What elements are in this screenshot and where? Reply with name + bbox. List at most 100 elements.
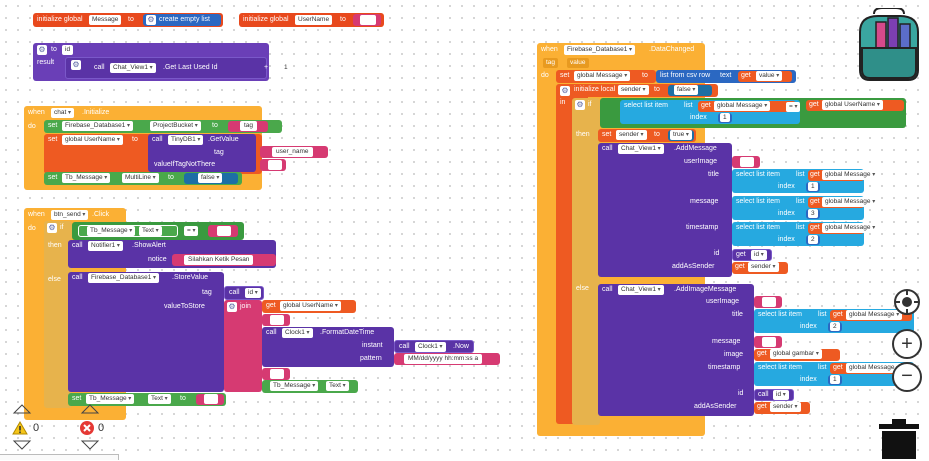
text-field[interactable]: [740, 157, 754, 167]
text-field[interactable]: [204, 394, 218, 404]
number-field[interactable]: 1: [720, 113, 730, 122]
block-call-tinydb-getvalue[interactable]: call TinyDB1 .GetValue tag valueIfTagNot…: [148, 134, 256, 172]
text-field[interactable]: [268, 160, 282, 170]
component-dropdown[interactable]: Chat_View1: [618, 285, 664, 295]
component-dropdown[interactable]: chat: [51, 108, 74, 118]
block-set-project-bucket[interactable]: set Firebase_Database1 ProjectBucket to …: [44, 120, 282, 133]
block-text-empty[interactable]: [196, 394, 224, 405]
block-list-from-csv-row[interactable]: list from csv row text get value: [656, 70, 796, 83]
block-get-global-message[interactable]: get global Message: [830, 363, 912, 374]
property-dropdown[interactable]: ProjectBucket: [150, 121, 201, 131]
component-dropdown[interactable]: Chat_View1: [618, 144, 664, 154]
block-procedure-result[interactable]: ⚙ to id result ⚙ call Chat_View1 .Get La…: [33, 43, 291, 81]
block-text[interactable]: tag: [228, 121, 268, 132]
block-get-global-gambar[interactable]: get global gambar: [754, 349, 840, 361]
block-select-title-image[interactable]: select list item list get global Message…: [754, 309, 914, 333]
block-get-sender[interactable]: get sender: [732, 262, 788, 274]
var-name-field[interactable]: Message: [89, 15, 122, 25]
block-call-format-datetime[interactable]: call Clock1 .FormatDateTime instant patt…: [262, 327, 394, 367]
warning-toggle-arrows[interactable]: [12, 403, 32, 451]
block-init-global-message[interactable]: initialize global Message to ⚙ create em…: [33, 13, 223, 27]
boolean-dropdown[interactable]: false: [198, 173, 223, 183]
gear-icon[interactable]: ⚙: [37, 45, 47, 55]
block-get-tb-text[interactable]: Tb_Message Text: [78, 225, 178, 237]
component-dropdown[interactable]: Notifier1: [88, 241, 123, 251]
block-event-chat-initialize[interactable]: when chat .Initialize do set Firebase_Da…: [24, 106, 328, 190]
block-init-local-header[interactable]: initialize local sender to false: [570, 84, 718, 97]
text-field[interactable]: [270, 369, 284, 379]
property-dropdown[interactable]: Text: [326, 381, 349, 391]
block-call-id[interactable]: call id: [224, 286, 264, 300]
block-get-value[interactable]: get value: [738, 71, 792, 82]
block-get-global-message[interactable]: get global Message: [698, 101, 796, 112]
zoom-in-button[interactable]: +: [892, 329, 922, 359]
procedure-dropdown[interactable]: id: [245, 288, 261, 298]
number-field[interactable]: 2: [808, 235, 818, 244]
block-number[interactable]: 1: [718, 113, 732, 123]
block-number[interactable]: 2: [806, 235, 820, 245]
block-set-sender-true[interactable]: set sender to true: [598, 129, 696, 142]
variable-dropdown[interactable]: value: [756, 71, 783, 81]
var-name-field[interactable]: UserName: [295, 15, 333, 25]
block-set-global-username[interactable]: set global UserName to call TinyDB1 .Get…: [44, 134, 262, 174]
block-set-multiline[interactable]: set Tb_Message MultiLine to false: [44, 172, 242, 185]
block-text-pattern[interactable]: MM/dd/yyyy hh:mm:ss a: [394, 353, 500, 365]
number-field[interactable]: 1: [808, 182, 818, 191]
variable-dropdown[interactable]: sender: [748, 262, 779, 272]
component-dropdown[interactable]: Firebase_Database1: [62, 121, 134, 131]
block-get-tb-text[interactable]: Tb_Message Text: [262, 380, 358, 393]
variable-dropdown[interactable]: global Message: [846, 310, 903, 320]
horizontal-scrollbar[interactable]: [0, 454, 119, 460]
block-text-empty[interactable]: [353, 14, 381, 26]
operator-dropdown[interactable]: =: [786, 102, 801, 112]
block-get-global-username[interactable]: get global UserName: [262, 300, 356, 313]
variable-dropdown[interactable]: global UserName: [822, 100, 883, 110]
variable-dropdown[interactable]: global Message: [822, 170, 879, 180]
number-field[interactable]: 1: [830, 375, 840, 384]
variable-dropdown[interactable]: global Message: [822, 197, 879, 207]
backpack-icon[interactable]: [848, 7, 929, 84]
component-dropdown[interactable]: Clock1: [415, 342, 446, 352]
block-call-clock-now[interactable]: call Clock1 .Now: [394, 340, 474, 353]
boolean-dropdown[interactable]: false: [674, 85, 699, 95]
block-compare-sender[interactable]: select list item list get global Message…: [600, 98, 906, 128]
block-number[interactable]: 3: [806, 209, 820, 219]
component-dropdown[interactable]: Firebase_Database1: [564, 45, 636, 55]
block-text-empty[interactable]: [208, 225, 238, 237]
block-text-empty[interactable]: [754, 336, 782, 348]
block-select-title[interactable]: select list item list get global Message…: [732, 169, 879, 193]
block-text-empty[interactable]: [754, 296, 782, 308]
block-number[interactable]: 1: [806, 182, 820, 192]
block-text-user-name[interactable]: user_name: [260, 146, 328, 158]
block-set-tb-text[interactable]: set Tb_Message Text to: [68, 393, 226, 406]
local-name-field[interactable]: sender: [618, 85, 649, 95]
number-field[interactable]: 3: [808, 209, 818, 218]
component-dropdown[interactable]: btn_send: [51, 210, 89, 220]
gear-icon[interactable]: ⚙: [575, 100, 585, 110]
zoom-out-button[interactable]: −: [892, 362, 922, 392]
number-field[interactable]: 1: [281, 63, 291, 73]
proc-name-field[interactable]: id: [62, 45, 74, 55]
block-compare-text[interactable]: Tb_Message Text =: [72, 222, 244, 240]
block-select-timestamp-image[interactable]: select list item list get global Message…: [754, 362, 914, 386]
block-call-add-image-message[interactable]: call Chat_View1 .AddImageMessage userIma…: [598, 284, 754, 416]
boolean-dropdown[interactable]: true: [670, 130, 692, 140]
block-text-empty[interactable]: [262, 314, 290, 326]
operator-dropdown[interactable]: =: [184, 226, 199, 236]
param-tag[interactable]: tag: [543, 58, 559, 68]
block-logic-true[interactable]: true: [668, 130, 694, 141]
text-field[interactable]: user_name: [272, 147, 313, 157]
block-call-get-last-used-id[interactable]: ⚙ call Chat_View1 .Get Last Used Id + 1: [65, 57, 291, 79]
block-select-list-item[interactable]: select list item list get global Message…: [620, 100, 800, 124]
gear-icon[interactable]: ⚙: [560, 86, 570, 96]
component-dropdown[interactable]: Tb_Message: [86, 394, 135, 404]
text-field[interactable]: [360, 15, 376, 25]
block-get-global-message[interactable]: get global Message: [808, 170, 879, 181]
component-dropdown[interactable]: Tb_Message: [62, 173, 111, 183]
block-logic-false[interactable]: false: [668, 85, 712, 96]
block-select-timestamp[interactable]: select list item list get global Message…: [732, 222, 879, 246]
block-text-empty[interactable]: [732, 156, 760, 168]
gear-icon[interactable]: ⚙: [227, 302, 237, 312]
block-call-add-message[interactable]: call Chat_View1 .AddMessage userImage ti…: [598, 143, 732, 277]
